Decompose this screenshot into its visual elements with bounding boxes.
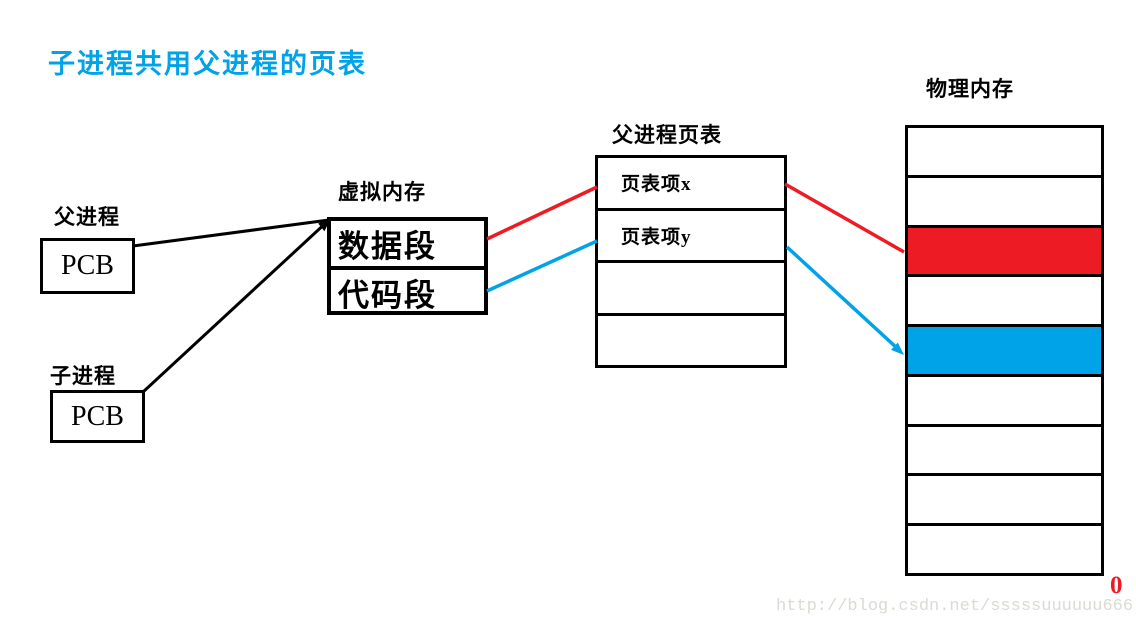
code-segment-to-page-table-entry-y-line [486,239,598,293]
child-pcb-box: PCB [50,390,145,443]
memory-frame-row [908,377,1101,427]
physical-memory-box [905,125,1104,576]
page-table-row-empty-2 [598,316,784,366]
page-table-row-empty-1 [598,263,784,316]
parent-pcb-label: PCB [61,250,114,281]
child-pcb-label: PCB [71,400,124,432]
page-table-entry-y-to-physical-frame-line [785,245,900,351]
memory-frame-row [908,128,1101,178]
page-title: 子进程共用父进程的页表 [48,49,367,79]
virtual-memory-box: 数据段 代码段 [327,217,488,315]
data-segment-cell: 数据段 [331,221,484,270]
virtual-memory-label: 虚拟内存 [338,180,426,204]
page-table-box: 页表项x 页表项y [595,155,787,368]
memory-frame-row [908,277,1101,328]
origin-zero-label: 0 [1110,572,1123,599]
memory-frame-row [908,476,1101,527]
watermark: http://blog.csdn.net/sssssuuuuuu666 [776,597,1134,616]
page-table-row-entry-x: 页表项x [598,158,784,211]
data-segment-to-page-table-entry-x-line [486,185,598,241]
parent-process-label: 父进程 [54,205,120,229]
memory-frame-row-code-segment [908,327,1101,377]
memory-frame-row [908,526,1101,573]
page-table-label: 父进程页表 [612,123,722,147]
page-table-row-entry-y: 页表项y [598,211,784,263]
page-table-entry-x-to-physical-frame-line [784,182,905,254]
memory-frame-row [908,427,1101,477]
child-pcb-to-virtual-memory-line [141,218,331,394]
physical-memory-label: 物理内存 [926,77,1014,101]
child-process-label: 子进程 [50,364,116,388]
code-segment-cell: 代码段 [338,278,437,313]
memory-frame-row [908,178,1101,228]
memory-frame-row-data-segment [908,227,1101,278]
physical-frame-arrowhead [891,342,904,355]
parent-pcb-to-virtual-memory-line [132,218,330,248]
parent-pcb-box: PCB [40,238,135,294]
